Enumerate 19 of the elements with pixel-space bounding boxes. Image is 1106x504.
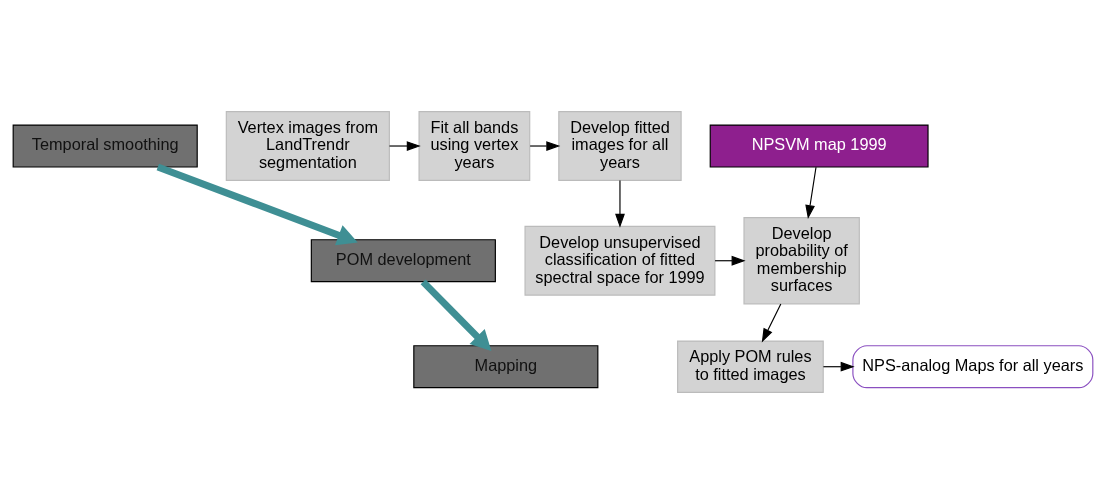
node-box: Vertex images from LandTrendr segmentation [225,111,390,181]
node-box: Develop fitted images for all years [558,111,682,181]
arrow [156,163,358,246]
node-box: Develop unsupervised classification of fitted spectral space for 1999 [524,225,716,296]
node-box: Fit all bands using vertex years [418,111,531,181]
node-box: Apply POM rules to fitted images [677,340,824,393]
arrow [420,279,492,351]
arrow [529,141,561,151]
node-box: POM development [310,239,496,283]
node-box: Mapping [413,345,599,389]
node-box: Develop probability of membership surfaces [743,217,860,305]
arrow [615,180,625,228]
arrow [822,361,855,372]
arrow [761,303,782,343]
arrow [805,166,817,220]
node-box: NPSVM map 1999 [709,124,929,168]
node-box: NPS-analog Maps for all years [852,345,1094,389]
node-box: Temporal smoothing [12,124,198,168]
arrow [388,141,421,151]
